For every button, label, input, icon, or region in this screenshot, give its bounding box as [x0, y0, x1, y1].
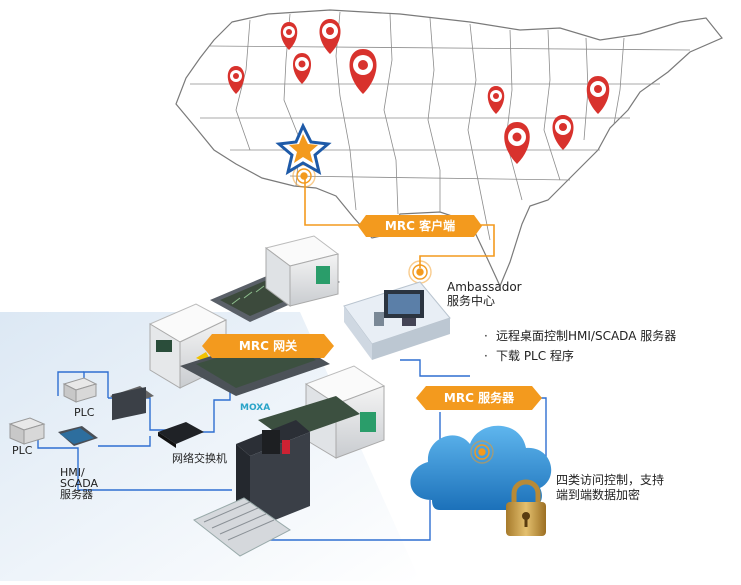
feature-bullet: ·: [484, 349, 488, 363]
mrc-gateway-tag: MRC 网关: [238, 339, 298, 353]
moxa-brand: MOXA: [240, 403, 270, 413]
mrc-client-tag: MRC 客户端: [384, 219, 456, 233]
feature-bullet: ·: [484, 329, 488, 343]
service-center-label: 服务中心: [447, 294, 496, 308]
server-tag-shape: [416, 386, 542, 410]
hmi-label-line-2: SCADA: [60, 477, 98, 490]
map-pin-icon: [552, 115, 574, 150]
hmi-device-icon: [58, 426, 98, 446]
lock-icon: [506, 479, 546, 536]
us-outline: [175, 9, 723, 288]
plc-device-icon: [8, 417, 46, 445]
plc-label-top: PLC: [74, 406, 95, 419]
cloud-icon: [410, 425, 552, 513]
hmi-label-line-3: 服务器: [60, 488, 93, 501]
map-pin-icon: [487, 86, 505, 114]
map-pin-icon: [292, 53, 312, 84]
map-pin-icon: [319, 19, 341, 54]
hmi-device-icon: [110, 386, 154, 421]
client-tag-shape: [358, 215, 482, 237]
feature-plc-download: 下载 PLC 程序: [496, 349, 574, 363]
network-lines: [37, 359, 547, 541]
signal-icon: [470, 440, 494, 464]
hmi-label-line-1: HMI/: [60, 466, 85, 479]
map-pin-icon: [349, 49, 377, 94]
network-switch-icon: [158, 422, 204, 448]
production-line-illustration: [148, 235, 386, 557]
ambassador-label: Ambassador: [447, 280, 522, 294]
map-pin-icon: [280, 22, 298, 50]
star-icon: [275, 122, 332, 176]
feature-remote-desktop: 远程桌面控制HMI/SCADA 服务器: [496, 329, 677, 343]
client-link: [304, 175, 495, 268]
map-pins: [227, 19, 610, 164]
gateway-tag-shape: [202, 334, 334, 358]
network-switch-label: 网络交换机: [172, 452, 227, 465]
background-panel: [0, 312, 420, 581]
map-pin-icon: [504, 122, 530, 164]
mrc-server-tag: MRC 服务器: [443, 391, 515, 405]
plc-label-left: PLC: [12, 444, 33, 457]
map-pin-icon: [227, 66, 245, 94]
signal-icon: [408, 260, 432, 284]
map-pin-icon: [586, 76, 610, 114]
us-map: [175, 9, 723, 288]
signal-icon: [292, 164, 316, 188]
security-line-1: 四类访问控制，支持: [556, 473, 665, 487]
service-center-illustration: [343, 281, 451, 360]
plc-device-icon: [62, 377, 98, 403]
security-line-2: 端到端数据加密: [556, 488, 641, 502]
